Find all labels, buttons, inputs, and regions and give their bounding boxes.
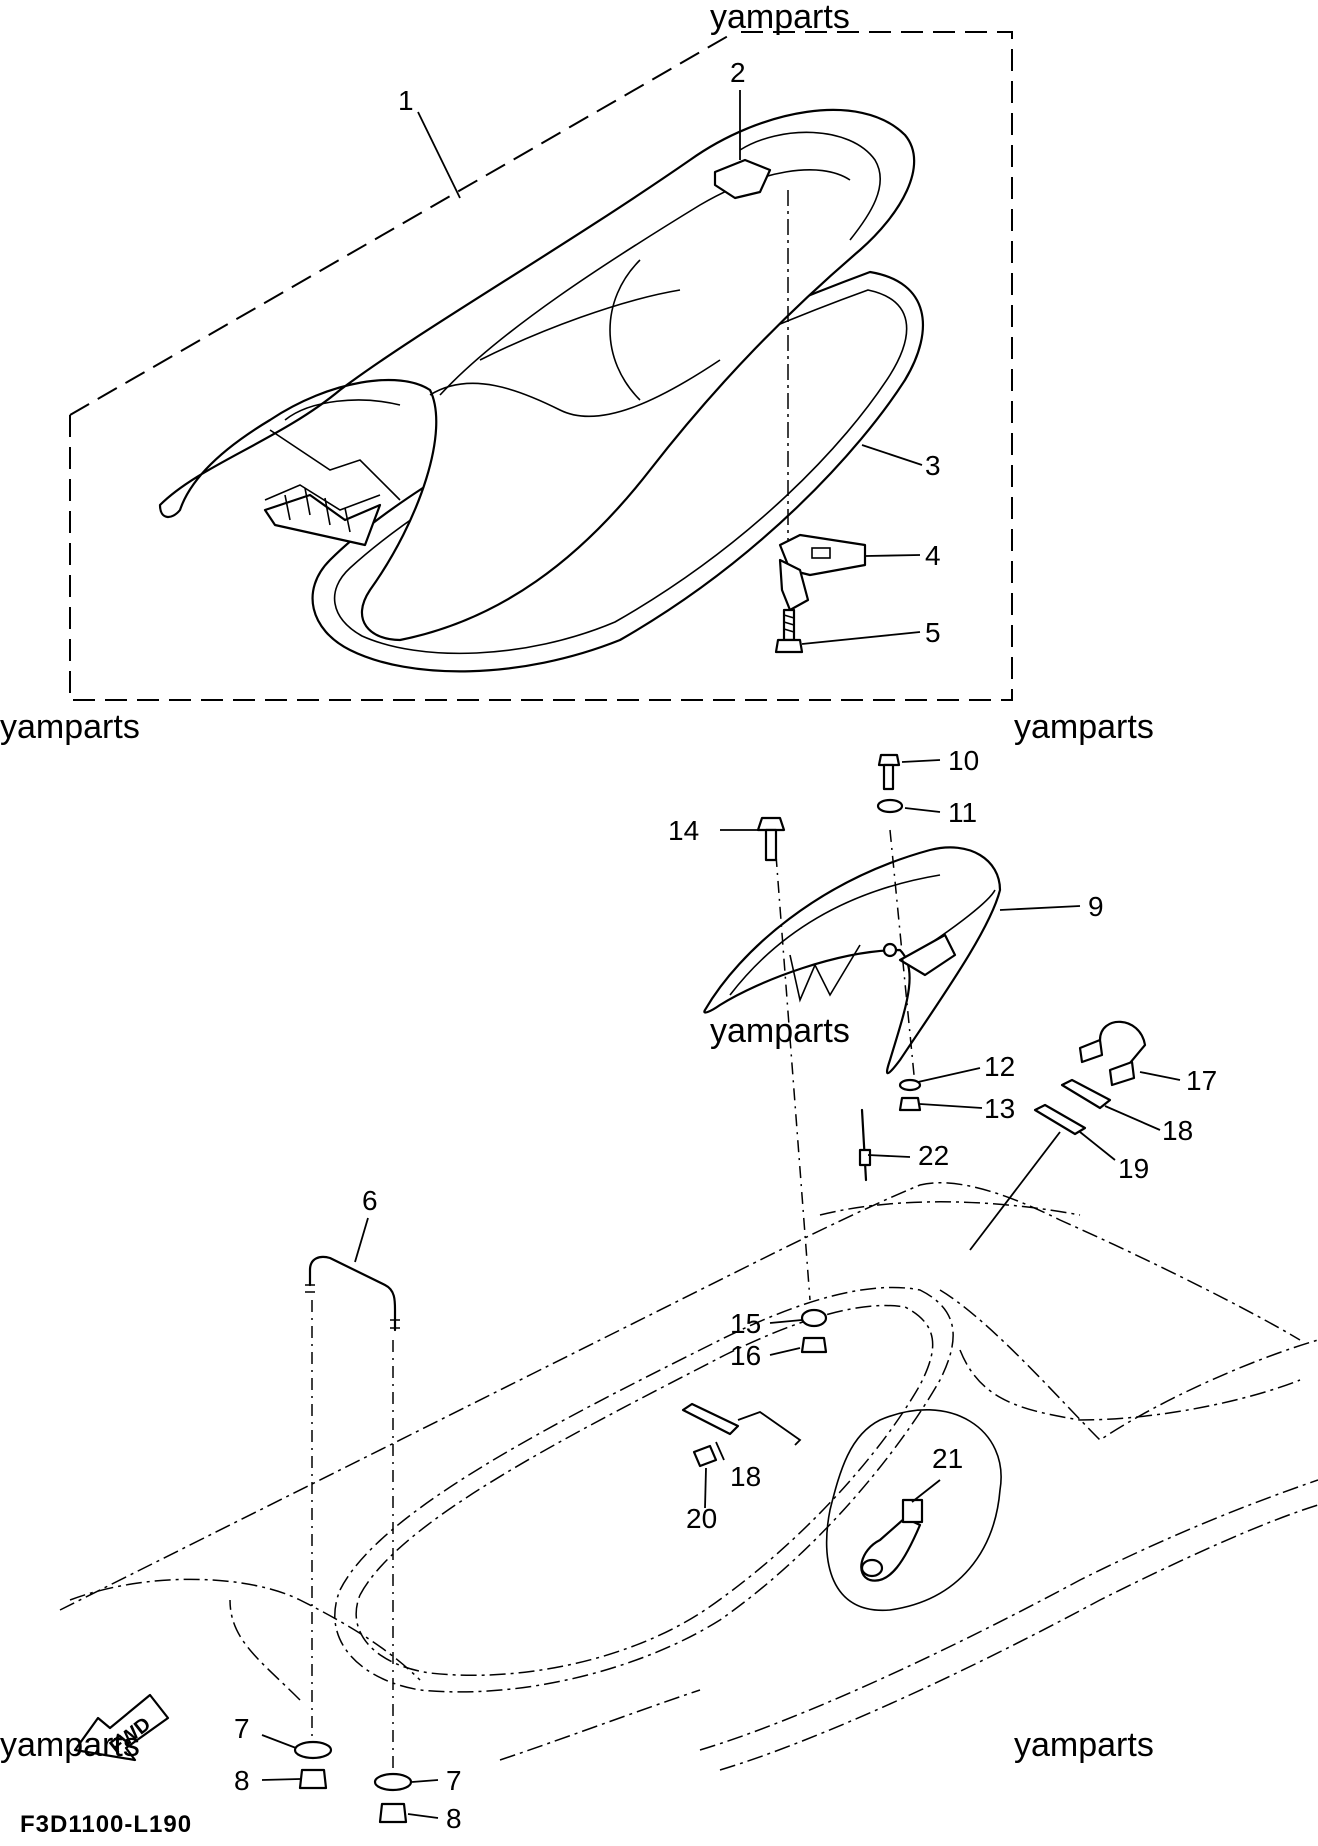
part-number-11: 11 — [948, 797, 977, 828]
watermark: yamparts — [1014, 1726, 1154, 1764]
washer-15 — [800, 1308, 828, 1328]
hull-deck — [59, 1181, 1318, 1771]
plate-19 — [1033, 1103, 1087, 1136]
seat-cover — [158, 108, 916, 642]
nut-20 — [692, 1444, 718, 1468]
bolt-10 — [877, 753, 901, 791]
strap-21 — [860, 1498, 924, 1582]
nut-8b — [378, 1802, 408, 1824]
part-number-19: 19 — [1118, 1153, 1149, 1184]
part-number-1: 1 — [398, 85, 414, 116]
watermark: yamparts — [710, 0, 850, 36]
drawing-code: F3D1100-L190 — [20, 1811, 192, 1838]
bolt-14 — [756, 816, 786, 862]
part-number-2: 2 — [730, 57, 746, 88]
inspection-cutout — [825, 1409, 1002, 1611]
part-number-15: 15 — [730, 1308, 761, 1339]
part-number-13: 13 — [984, 1093, 1015, 1124]
washer-12 — [898, 1078, 922, 1092]
part-number-7a: 7 — [234, 1713, 250, 1744]
part-number-8b: 8 — [446, 1803, 462, 1834]
part-number-10: 10 — [948, 745, 979, 776]
part-number-7b: 7 — [446, 1765, 462, 1796]
seat-pad — [713, 158, 772, 200]
watermark: yamparts — [710, 1012, 850, 1050]
grommet-7b — [373, 1772, 413, 1792]
part-number-4: 4 — [925, 540, 941, 571]
part-number-16: 16 — [730, 1340, 761, 1371]
rear-seat — [703, 846, 1002, 1075]
part-number-5: 5 — [925, 617, 941, 648]
part-number-18a: 18 — [1162, 1115, 1193, 1146]
nut-13 — [898, 1096, 922, 1112]
pin-22 — [858, 1108, 872, 1182]
part-number-18b: 18 — [730, 1461, 761, 1492]
watermark: yamparts — [1014, 708, 1154, 746]
part-number-12: 12 — [984, 1051, 1015, 1082]
part-number-9: 9 — [1088, 891, 1104, 922]
part-number-17: 17 — [1186, 1065, 1217, 1096]
grommet-7a — [293, 1740, 333, 1760]
axis-line-rear-left — [775, 854, 811, 1301]
part-number-3: 3 — [925, 450, 941, 481]
watermark: yamparts — [0, 1726, 140, 1764]
part-number-21: 21 — [932, 1443, 963, 1474]
nut-16 — [800, 1336, 828, 1354]
assembly-dashed-outline — [69, 31, 1013, 701]
part-number-6: 6 — [362, 1185, 378, 1216]
part-number-8a: 8 — [234, 1765, 250, 1796]
axis-line-rear-right — [889, 829, 916, 1086]
watermark: yamparts — [0, 708, 140, 746]
plate-18-lower — [681, 1402, 740, 1436]
bolt-5 — [774, 608, 804, 654]
part-number-14: 14 — [668, 815, 699, 846]
handle-6 — [305, 1255, 400, 1332]
seat-bracket — [778, 533, 867, 612]
part-number-22: 22 — [918, 1140, 949, 1171]
u-bolt-17 — [1078, 1020, 1147, 1087]
plate-18-upper — [1060, 1078, 1112, 1110]
nut-8a — [298, 1768, 328, 1790]
part-number-20: 20 — [686, 1503, 717, 1534]
washer-11 — [876, 798, 904, 814]
